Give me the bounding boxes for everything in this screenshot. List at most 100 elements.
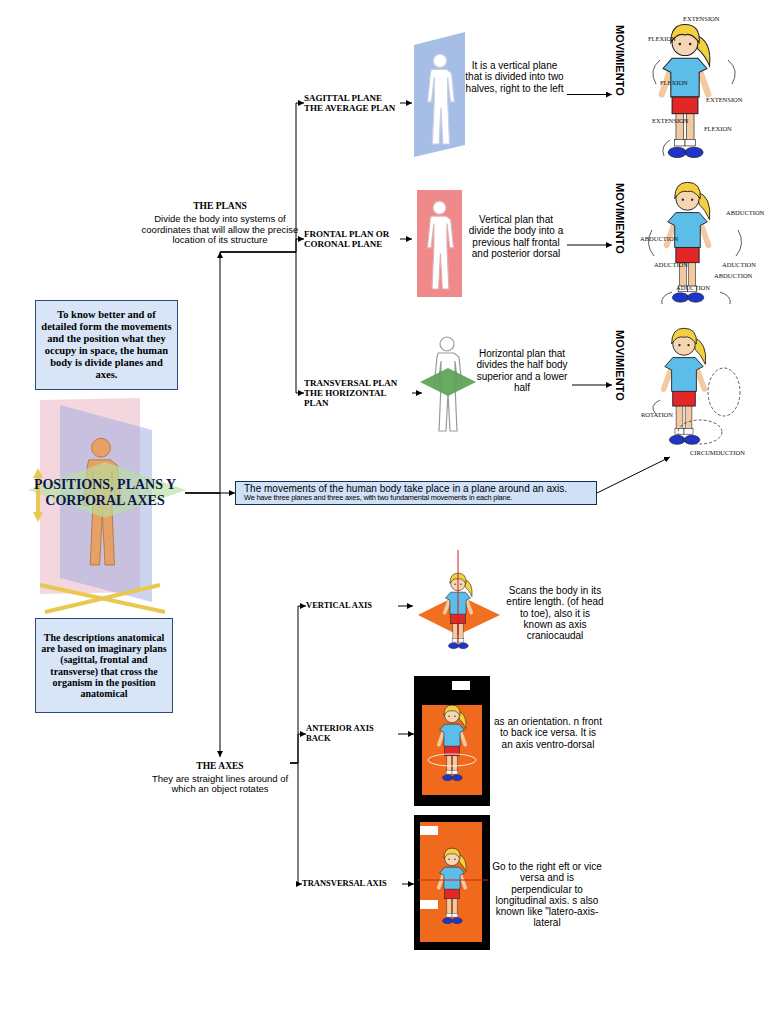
frontal-plane — [417, 190, 462, 297]
heading-text: THE PLANS — [193, 201, 247, 212]
photo-background — [414, 815, 490, 950]
description-note: The descriptions anatomical are based on… — [35, 618, 173, 713]
plane-tag — [452, 681, 470, 690]
info-band: The movements of the human body take pla… — [235, 481, 597, 505]
movement-figure: MOVIMIENTO — [612, 322, 762, 457]
axis-plane — [420, 822, 482, 942]
plane-figure: It is a vertical plane that is divided i… — [412, 32, 567, 157]
section-heading: THE PLANS Divide the body into systems of… — [140, 195, 300, 252]
plane-tag — [420, 826, 438, 835]
plane-figure: Horizontal plan that divides the half bo… — [422, 330, 572, 440]
node-text: We have three planes and three axes, wit… — [244, 494, 512, 502]
node-text: They are straight lines around of which … — [150, 774, 290, 795]
plane-tag — [420, 900, 438, 909]
movement-label: EXTENSION — [683, 16, 719, 23]
connector-arrow — [567, 245, 612, 246]
connector-arrow — [290, 763, 302, 884]
axis-label: TRANSVERSAL AXIS — [302, 876, 402, 892]
movement-label: ABDUCTION — [714, 273, 752, 280]
connector-arrow — [412, 393, 422, 394]
circumduction-path — [678, 420, 722, 444]
axis-figure: as an orientation. n front to back ice v… — [414, 676, 606, 806]
plane-figure: Vertical plan that divide the body into … — [412, 190, 567, 300]
node-text: TRANSVERSAL PLAN THE HORIZONTAL PLAN — [304, 378, 412, 408]
vertical-axis-line — [458, 550, 459, 645]
cartoon-figure — [664, 328, 706, 444]
axis-figure: Scans the body in its entire length. (of… — [413, 555, 608, 665]
node-text: ANTERIOR AXIS BACK — [306, 724, 398, 743]
plane-label: SAGITTAL PLANE THE AVERAGE PLAN — [304, 90, 400, 116]
movement-label: EXTENSION — [706, 97, 742, 104]
movement-label: ADUCTION — [654, 262, 688, 269]
movement-label: ROTATION — [641, 412, 673, 419]
connector-arrow — [220, 103, 304, 252]
node-text: FRONTAL PLAN OR CORONAL PLANE — [304, 229, 400, 249]
rotation-ring — [428, 754, 476, 766]
movement-label: ADUCTION — [676, 285, 710, 292]
transverse-axis-line — [418, 880, 488, 881]
movement-figure: MOVIMIENTO — [612, 15, 762, 165]
body-outline — [427, 201, 453, 289]
plane-label: FRONTAL PLAN OR CORONAL PLANE — [304, 226, 400, 252]
node-text: MOVIMIENTO — [614, 330, 626, 401]
photo-background — [414, 676, 490, 806]
axis-arrow — [33, 468, 43, 522]
node-text: MOVIMIENTO — [614, 25, 626, 96]
node-text: Vertical plan that divide the body into … — [466, 214, 566, 259]
intro-note: To know better and of detailed form the … — [35, 300, 178, 390]
node-text: Go to the right eft or vice versa and is… — [492, 861, 602, 929]
title-block: POSITIONS, PLANS Y CORPORAL AXES — [25, 462, 185, 524]
connector-arrow — [290, 734, 306, 763]
connector-arrow — [572, 385, 612, 386]
node-text: It is a vertical plane that is divided i… — [462, 60, 567, 94]
movement-label: ADUCTION — [722, 262, 756, 269]
movement-label: EXTENSION — [652, 118, 688, 125]
cartoon-figure — [667, 182, 710, 302]
connector-arrow — [400, 103, 412, 104]
horizontal-plane — [420, 368, 476, 396]
connector-arrow — [220, 239, 304, 252]
node-text: VERTICAL AXIS — [306, 601, 372, 611]
axis-arrows — [40, 585, 165, 612]
node-text: POSITIONS, PLANS Y CORPORAL AXES — [25, 477, 185, 509]
movement-label: CIRCUMDUCTION — [690, 450, 745, 457]
sagittal-plane — [414, 32, 465, 157]
movement-label: FLEXION — [704, 126, 732, 133]
connector-arrow — [567, 94, 612, 95]
circumduction-path — [708, 368, 740, 416]
movement-label: FLEXION — [648, 36, 676, 43]
node-text: as an orientation. n front to back ice v… — [494, 716, 602, 750]
node-text: TRANSVERSAL AXIS — [302, 879, 387, 889]
axis-plane — [422, 705, 482, 795]
node-text: SAGITTAL PLANE THE AVERAGE PLAN — [304, 93, 400, 113]
node-text: Divide the body into systems of coordina… — [140, 214, 300, 246]
connector-arrow — [185, 493, 235, 494]
node-text: MOVIMIENTO — [614, 183, 626, 254]
movement-label: FLEXION — [660, 80, 688, 87]
cartoon-figure — [662, 25, 710, 158]
connector-arrow — [185, 252, 220, 493]
connector-arrow — [400, 239, 412, 240]
node-text: Scans the body in its entire length. (of… — [505, 585, 605, 641]
axis-label: VERTICAL AXIS — [306, 598, 398, 614]
node-text: The descriptions anatomical are based on… — [41, 632, 167, 700]
section-heading: THE AXES They are straight lines around o… — [150, 757, 290, 799]
cartoon-figure — [439, 848, 466, 924]
heading-text: THE AXES — [196, 761, 243, 772]
movement-arrow — [653, 60, 735, 156]
node-text: To know better and of detailed form the … — [41, 309, 172, 380]
axis-label: ANTERIOR AXIS BACK — [306, 720, 398, 748]
connector-arrow — [185, 493, 220, 757]
connector-arrow — [398, 734, 414, 735]
axis-figure: Go to the right eft or vice versa and is… — [414, 815, 606, 950]
movement-label: ABDUCTION — [726, 210, 764, 217]
node-text: Horizontal plan that divides the half bo… — [476, 348, 568, 393]
body-outline — [428, 54, 455, 144]
plane-label: TRANSVERSAL PLAN THE HORIZONTAL PLAN — [304, 380, 412, 406]
connector-arrow — [597, 457, 670, 493]
connector-arrow — [220, 252, 304, 393]
